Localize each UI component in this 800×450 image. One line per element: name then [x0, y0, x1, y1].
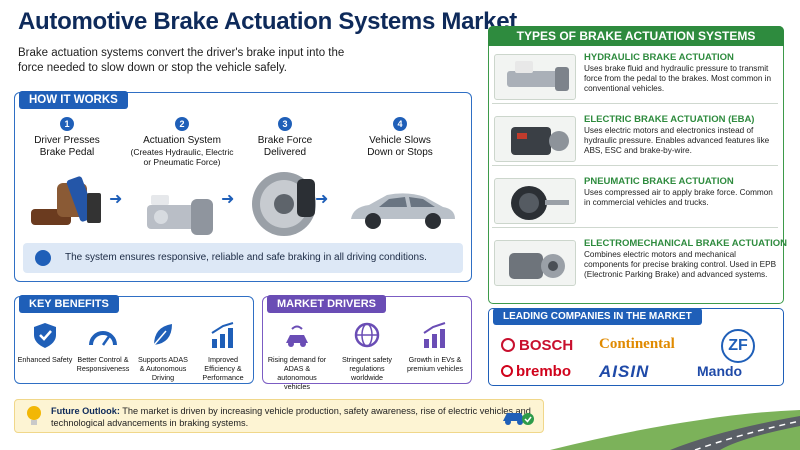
key-benefits-panel: KEY BENEFITS Enhanced Safety Better Cont… — [14, 295, 254, 384]
step-number: 2 — [175, 117, 189, 131]
continental-logo: Continental — [599, 336, 675, 353]
step-1: 1 Driver Presses Brake Pedal — [19, 117, 115, 225]
air-chamber-image — [494, 178, 576, 224]
brake-pedal-icon — [31, 176, 101, 225]
benefit-label: Enhanced Safety — [17, 355, 73, 364]
leading-companies-panel: LEADING COMPANIES IN THE MARKET BOSCH Co… — [488, 308, 784, 386]
master-cylinder-image — [494, 54, 576, 100]
brembo-emblem-icon — [501, 365, 513, 377]
step-3: 3 Brake Force Delivered — [237, 117, 333, 236]
future-outlook-banner: Future Outlook: The market is driven by … — [14, 399, 544, 433]
company-name: AISIN — [599, 362, 650, 381]
type-title: PNEUMATIC BRAKE ACTUATION — [584, 176, 734, 187]
type-row-electric: ELECTRIC BRAKE ACTUATION (EBA) Uses elec… — [492, 112, 778, 166]
gauge-icon — [89, 331, 117, 346]
type-title: ELECTROMECHANICAL BRAKE ACTUATION — [584, 238, 788, 249]
benefit-item: Supports ADAS & Autonomous Driving — [135, 321, 191, 382]
step-number: 4 — [393, 117, 407, 131]
how-it-works-header: HOW IT WORKS — [19, 91, 128, 109]
step-label: Driver Presses Brake Pedal — [34, 135, 100, 158]
type-row-electromechanical: ELECTROMECHANICAL BRAKE ACTUATION Combin… — [492, 236, 787, 290]
aisin-logo: AISIN — [599, 362, 649, 382]
shield-icon — [35, 250, 51, 266]
benefit-label: Better Control & Responsiveness — [76, 355, 130, 373]
shield-check-icon — [34, 323, 56, 348]
company-name: brembo — [516, 363, 572, 380]
brembo-logo: brembo — [501, 363, 571, 380]
driver-item: Growth in EVs & premium vehicles — [403, 321, 467, 373]
driver-item: Stringent safety regulations worldwide — [335, 321, 399, 382]
type-row-hydraulic: HYDRAULIC BRAKE ACTUATION Uses brake flu… — [492, 50, 778, 104]
leading-companies-header: LEADING COMPANIES IN THE MARKET — [493, 308, 702, 325]
company-name: BOSCH — [519, 337, 574, 354]
type-desc: Uses brake fluid and hydraulic pressure … — [584, 64, 772, 93]
flow-arrow: ➜ — [221, 191, 235, 208]
page-subtitle: Brake actuation systems convert the driv… — [18, 47, 345, 74]
step-label: Brake Force Delivered — [257, 135, 313, 158]
brake-disc-icon — [252, 172, 316, 236]
outlook-label: Future Outlook: — [51, 406, 120, 416]
benefit-label: Improved Efficiency & Performance — [202, 355, 244, 382]
benefit-label: Supports ADAS & Autonomous Driving — [138, 355, 188, 382]
actuator-icon — [147, 195, 213, 235]
step-sublabel: (Creates Hydraulic, Electric or Pneumati… — [130, 147, 234, 167]
zf-logo: ZF — [721, 329, 755, 363]
market-drivers-header: MARKET DRIVERS — [267, 295, 387, 313]
epb-caliper-image — [494, 240, 576, 286]
type-title: HYDRAULIC BRAKE ACTUATION — [584, 52, 734, 63]
type-title: ELECTRIC BRAKE ACTUATION (EBA) — [584, 114, 755, 125]
benefit-item: Improved Efficiency & Performance — [195, 321, 251, 382]
types-list: HYDRAULIC BRAKE ACTUATION Uses brake flu… — [488, 48, 787, 304]
company-name: Continental — [599, 336, 675, 352]
type-desc: Uses compressed air to apply brake force… — [584, 188, 773, 207]
driver-label: Growth in EVs & premium vehicles — [407, 355, 463, 373]
car-icon — [351, 193, 455, 229]
types-header: TYPES OF BRAKE ACTUATION SYSTEMS — [488, 26, 784, 46]
company-name: Mando — [697, 363, 743, 379]
step-label: Vehicle Slows Down or Stops — [367, 135, 433, 158]
driver-label: Stringent safety regulations worldwide — [342, 355, 392, 382]
benefit-item: Enhanced Safety — [17, 321, 73, 364]
step-4: 4 Vehicle Slows Down or Stops — [345, 117, 455, 229]
bosch-logo: BOSCH — [501, 337, 573, 354]
info-note-text: The system ensures responsive, reliable … — [65, 252, 427, 263]
driver-label: Rising demand for ADAS & autonomous vehi… — [267, 355, 327, 391]
connected-car-icon — [286, 325, 308, 347]
market-drivers-panel: MARKET DRIVERS Rising demand for ADAS & … — [262, 295, 472, 391]
growth-chart-icon — [423, 322, 446, 348]
leaf-icon — [153, 324, 172, 346]
driver-item: Rising demand for ADAS & autonomous vehi… — [265, 321, 329, 391]
outlook-text: The market is driven by increasing vehic… — [51, 406, 531, 428]
car-check-icon — [503, 413, 534, 425]
type-row-pneumatic: PNEUMATIC BRAKE ACTUATION Uses compresse… — [492, 174, 778, 228]
company-name: ZF — [728, 337, 748, 354]
step-number: 1 — [60, 117, 74, 131]
step-2: 2 Actuation System (Creates Hydraulic, E… — [127, 117, 237, 235]
road-illustration — [550, 410, 800, 450]
step-label: Actuation System — [143, 135, 221, 146]
page-title: Automotive Brake Actuation Systems Marke… — [18, 8, 517, 35]
mando-logo: Mando — [697, 363, 742, 379]
info-note: The system ensures responsive, reliable … — [23, 243, 463, 273]
type-desc: Combines electric motors and mechanical … — [584, 250, 777, 279]
bosch-emblem-icon — [501, 338, 515, 352]
flow-arrow: ➜ — [315, 191, 329, 208]
type-desc: Uses electric motors and electronics ins… — [584, 126, 770, 155]
benefit-item: Better Control & Responsiveness — [75, 321, 131, 373]
lightbulb-icon — [27, 406, 41, 425]
key-benefits-header: KEY BENEFITS — [19, 295, 119, 313]
how-it-works-panel: HOW IT WORKS 1 Driver Presses Brake Peda… — [14, 91, 472, 282]
flow-arrow: ➜ — [109, 191, 123, 208]
electric-actuator-image — [494, 116, 576, 162]
step-number: 3 — [278, 117, 292, 131]
globe-icon — [354, 322, 380, 348]
bar-growth-icon — [211, 322, 234, 348]
